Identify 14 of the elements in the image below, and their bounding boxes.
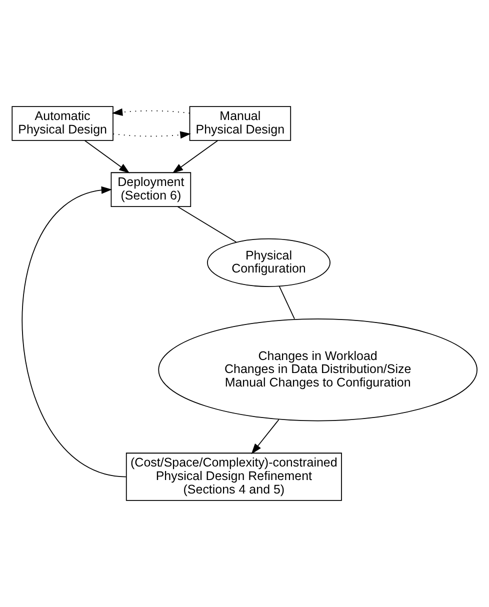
node-box: Automatic Physical Design	[12, 106, 114, 141]
node-box: Deployment (Section 6)	[110, 172, 192, 207]
node-ellipse: Changes in Workload Changes in Data Distribution/Size Manual Changes to Configuration	[158, 318, 478, 422]
connector	[278, 286, 295, 320]
node-ellipse: Physical Configuration	[207, 238, 330, 287]
arrow	[172, 140, 218, 174]
arrow	[112, 108, 190, 116]
arrow	[112, 131, 191, 139]
node-box: (Cost/Space/Complexity)-constrained Physical Design Refinement (Sections 4 and 5)	[126, 452, 342, 501]
arrow	[22, 186, 126, 478]
node-box: Manual Physical Design	[189, 106, 292, 141]
arrow	[84, 140, 130, 174]
arrow	[251, 419, 280, 454]
connector	[177, 206, 237, 243]
